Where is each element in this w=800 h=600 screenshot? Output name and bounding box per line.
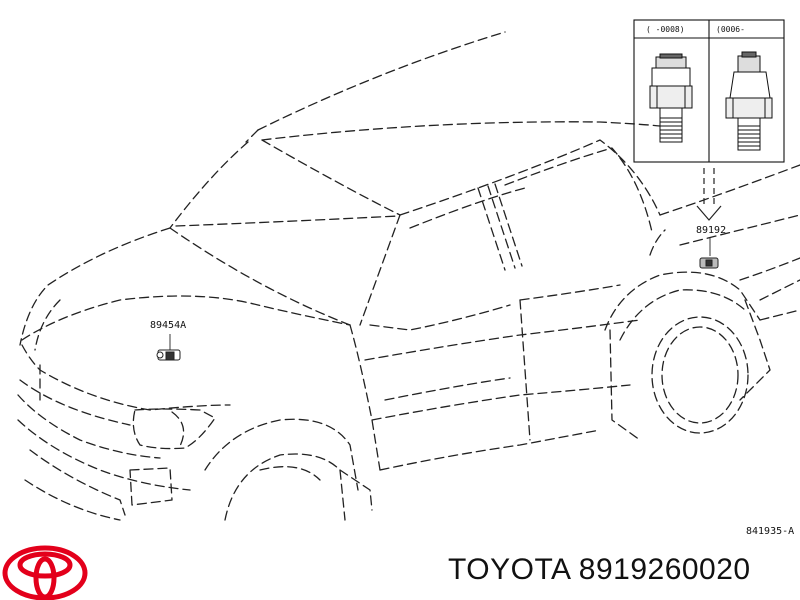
vehicle-outline (17, 31, 800, 521)
brand-name: TOYOTA (448, 553, 570, 586)
inset-header-right: (0006- (716, 25, 745, 34)
inset-header-left: ( -0008) (646, 25, 685, 34)
part-label-fender: 89192 (696, 225, 727, 236)
caption: TOYOTA 8919260020 (448, 552, 751, 588)
part-label-hood: 89454A (150, 320, 187, 331)
part-number: 8919260020 (578, 553, 751, 586)
pointer-arrow-icon (696, 168, 722, 221)
pressure-switch-right-icon (725, 51, 773, 151)
fender-sensor (699, 238, 719, 269)
hood-sensor (156, 334, 181, 361)
variant-inset (633, 19, 785, 163)
drawing-reference: 841935-A (746, 526, 795, 537)
pressure-switch-left-icon (649, 53, 693, 143)
toyota-logo-icon (2, 545, 88, 600)
